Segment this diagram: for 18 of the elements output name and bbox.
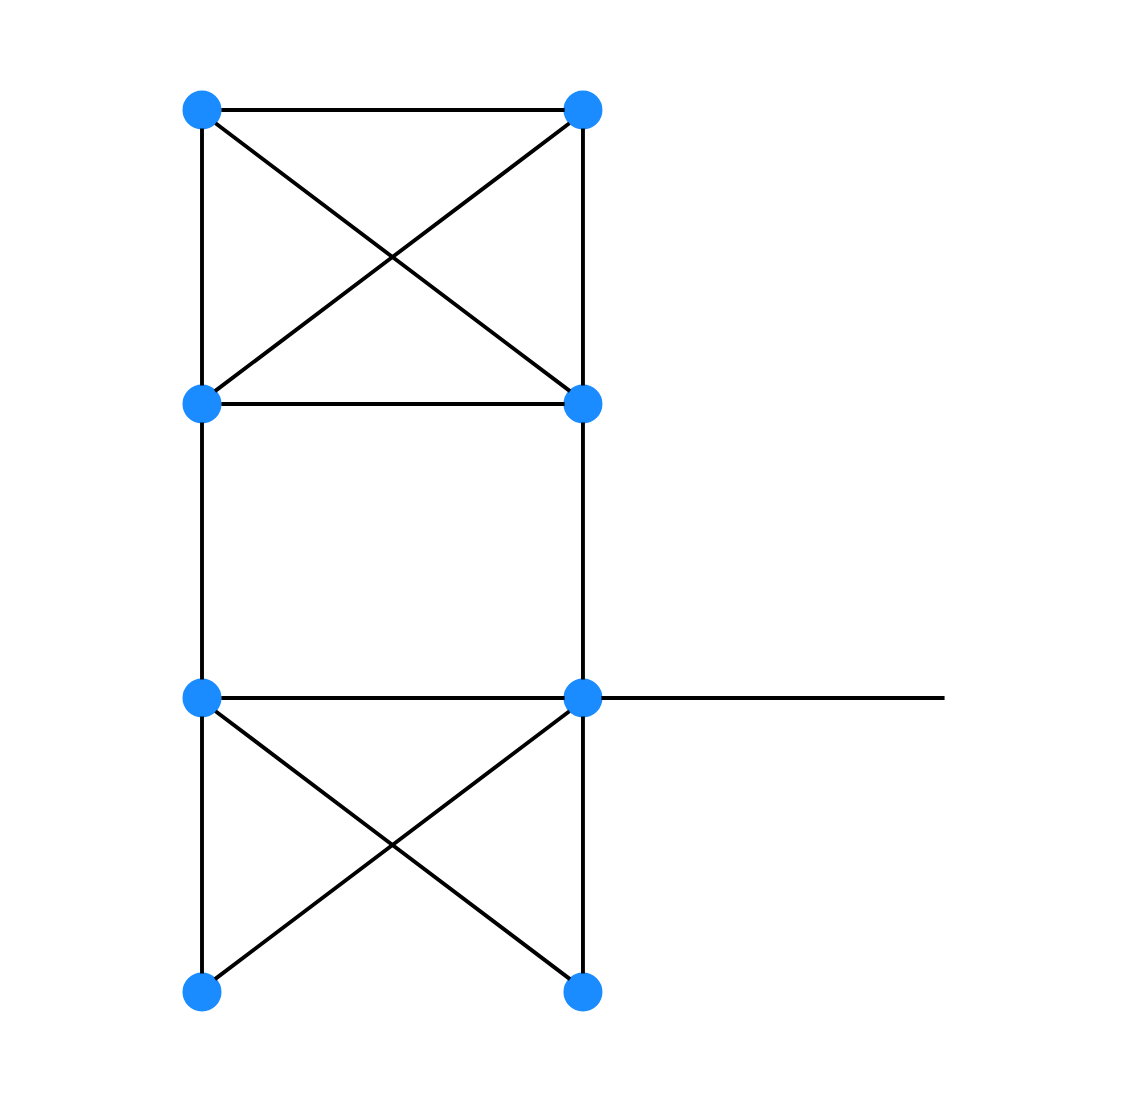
connector xyxy=(221,695,565,700)
connector xyxy=(581,128,585,385)
node-circle xyxy=(563,384,603,423)
node-circle xyxy=(182,971,222,1011)
connector xyxy=(221,107,565,112)
connector xyxy=(200,715,204,973)
node-circle xyxy=(563,678,603,717)
connector xyxy=(200,128,204,385)
node-circle xyxy=(182,384,222,423)
node-circle xyxy=(563,971,603,1011)
connector xyxy=(581,422,585,679)
connector xyxy=(581,715,585,973)
node-circle xyxy=(182,678,222,717)
node-circle xyxy=(563,90,603,130)
connector xyxy=(601,695,945,700)
node-circle xyxy=(182,90,222,130)
connector xyxy=(200,422,204,679)
connector xyxy=(221,401,565,406)
